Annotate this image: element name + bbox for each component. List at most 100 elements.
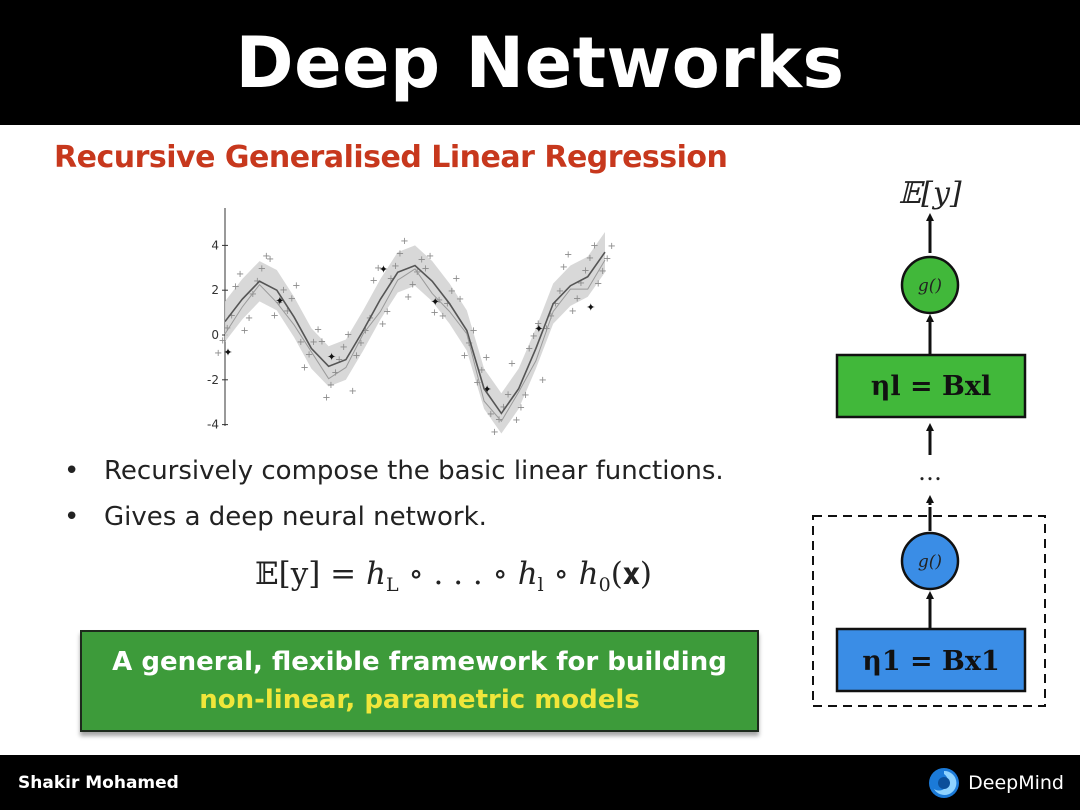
callout-box: A general, flexible framework for buildi… bbox=[80, 630, 759, 732]
observation-mark: + bbox=[504, 390, 512, 401]
observation-mark: + bbox=[499, 402, 507, 413]
footer-bar: Shakir Mohamed DeepMind bbox=[0, 755, 1080, 810]
observation-mark: + bbox=[297, 337, 305, 348]
observation-mark: + bbox=[391, 261, 399, 272]
observation-mark: + bbox=[409, 279, 417, 290]
top-activation-node bbox=[900, 255, 960, 315]
observation-mark: + bbox=[309, 337, 317, 348]
target-mark: ✦ bbox=[482, 383, 491, 396]
observation-mark: + bbox=[569, 306, 577, 317]
observation-mark: + bbox=[275, 298, 283, 309]
observation-mark: + bbox=[460, 351, 468, 362]
observation-mark: + bbox=[478, 365, 486, 376]
top-activation-label: g() bbox=[918, 276, 942, 296]
y-tick-label: 2 bbox=[211, 283, 219, 297]
observation-mark: + bbox=[228, 310, 236, 321]
title-bar: Deep Networks bbox=[0, 0, 1080, 125]
equation-h: h bbox=[578, 556, 599, 592]
observation-mark: + bbox=[279, 285, 287, 296]
observation-mark: + bbox=[529, 331, 537, 342]
observation-mark: + bbox=[352, 351, 360, 362]
equation-ellipsis: ∘ . . . ∘ bbox=[398, 556, 518, 592]
observation-mark: + bbox=[357, 338, 365, 349]
observation-mark: + bbox=[266, 254, 274, 265]
callout-line-2: non-linear, parametric models bbox=[199, 685, 640, 715]
ellipsis-label: … bbox=[918, 458, 942, 486]
y-tick-label: -4 bbox=[207, 418, 219, 432]
observation-mark: + bbox=[525, 343, 533, 354]
observation-mark: + bbox=[396, 248, 404, 259]
observation-mark: + bbox=[482, 352, 490, 363]
observation-mark: + bbox=[387, 274, 395, 285]
bullet-dot-icon: • bbox=[64, 456, 80, 486]
bullet-dot-icon: • bbox=[64, 502, 80, 532]
uncertainty-band bbox=[225, 231, 605, 434]
network-diagram: 𝔼[y] g() ηl = Bxl … g() η1 = Bx1 bbox=[812, 176, 1046, 707]
observation-mark: + bbox=[551, 299, 559, 310]
observation-mark: + bbox=[331, 368, 339, 379]
brand: DeepMind bbox=[928, 767, 1064, 799]
bullet-text: Gives a deep neural network. bbox=[104, 502, 487, 532]
bottom-linear-box bbox=[835, 627, 1027, 693]
observation-mark: + bbox=[327, 380, 335, 391]
observation-mark: + bbox=[508, 359, 516, 370]
composition-equation: 𝔼[y] = hL ∘ . . . ∘ hl ∘ h0(𝐱) bbox=[255, 556, 652, 596]
observation-mark: + bbox=[421, 264, 429, 275]
observation-mark: + bbox=[400, 236, 408, 247]
mean-curve bbox=[224, 251, 606, 415]
observation-mark: + bbox=[594, 278, 602, 289]
observation-mark: + bbox=[379, 319, 387, 330]
regression-plot: 420-2-4 ++++✦++++++++++++✦++++++++++++✦+… bbox=[207, 208, 615, 435]
observation-mark: + bbox=[223, 323, 231, 334]
observation-mark: + bbox=[318, 336, 326, 347]
observation-mark: + bbox=[452, 274, 460, 285]
observation-mark: + bbox=[418, 254, 426, 265]
observation-mark: + bbox=[560, 262, 568, 273]
observation-mark: + bbox=[335, 355, 343, 366]
top-linear-label: ηl = Bxl bbox=[871, 371, 992, 402]
y-tick-label: 0 bbox=[211, 328, 219, 342]
observation-mark: + bbox=[487, 409, 495, 420]
observation-mark: + bbox=[288, 293, 296, 304]
brand-name: DeepMind bbox=[968, 772, 1064, 794]
observation-mark: + bbox=[339, 342, 347, 353]
y-tick-label: 4 bbox=[211, 238, 219, 252]
deepmind-logo-icon bbox=[929, 768, 960, 798]
author-name: Shakir Mohamed bbox=[18, 773, 179, 793]
y-tick-label: -2 bbox=[207, 373, 219, 387]
sample-curve bbox=[224, 259, 606, 423]
target-mark: ✦ bbox=[534, 322, 543, 335]
observation-mark: + bbox=[469, 326, 477, 337]
callout-line-1: A general, flexible framework for buildi… bbox=[112, 647, 727, 677]
observation-mark: + bbox=[586, 253, 594, 264]
top-linear-box bbox=[835, 353, 1027, 419]
bullet-list: •Recursively compose the basic linear fu… bbox=[62, 448, 724, 540]
observation-mark: + bbox=[534, 318, 542, 329]
observation-mark: + bbox=[231, 282, 239, 293]
target-mark: ✦ bbox=[586, 301, 595, 314]
observation-mark: + bbox=[383, 307, 391, 318]
observation-mark: + bbox=[314, 325, 322, 336]
observation-mark: + bbox=[490, 427, 498, 435]
observation-mark: + bbox=[262, 251, 270, 262]
observation-mark: + bbox=[240, 326, 248, 337]
observation-mark: + bbox=[456, 294, 464, 305]
observation-mark: + bbox=[348, 386, 356, 397]
slide-title: Deep Networks bbox=[235, 21, 845, 104]
observation-mark: + bbox=[603, 253, 611, 264]
equation-h: h bbox=[366, 556, 386, 592]
observation-mark: + bbox=[608, 241, 615, 252]
observation-mark: + bbox=[430, 308, 438, 319]
observation-mark: + bbox=[573, 293, 581, 304]
observation-mark: + bbox=[517, 403, 525, 414]
observation-mark: + bbox=[426, 251, 434, 262]
observation-mark: + bbox=[344, 330, 352, 341]
observation-mark: + bbox=[581, 265, 589, 276]
slide-subtitle: Recursive Generalised Linear Regression bbox=[54, 140, 728, 175]
observation-mark: + bbox=[322, 393, 330, 404]
equation-sub-l: l bbox=[537, 574, 544, 597]
observation-mark: + bbox=[270, 310, 278, 321]
observation-mark: + bbox=[283, 306, 291, 317]
observation-mark: + bbox=[443, 299, 451, 310]
target-mark: ✦ bbox=[223, 346, 232, 359]
